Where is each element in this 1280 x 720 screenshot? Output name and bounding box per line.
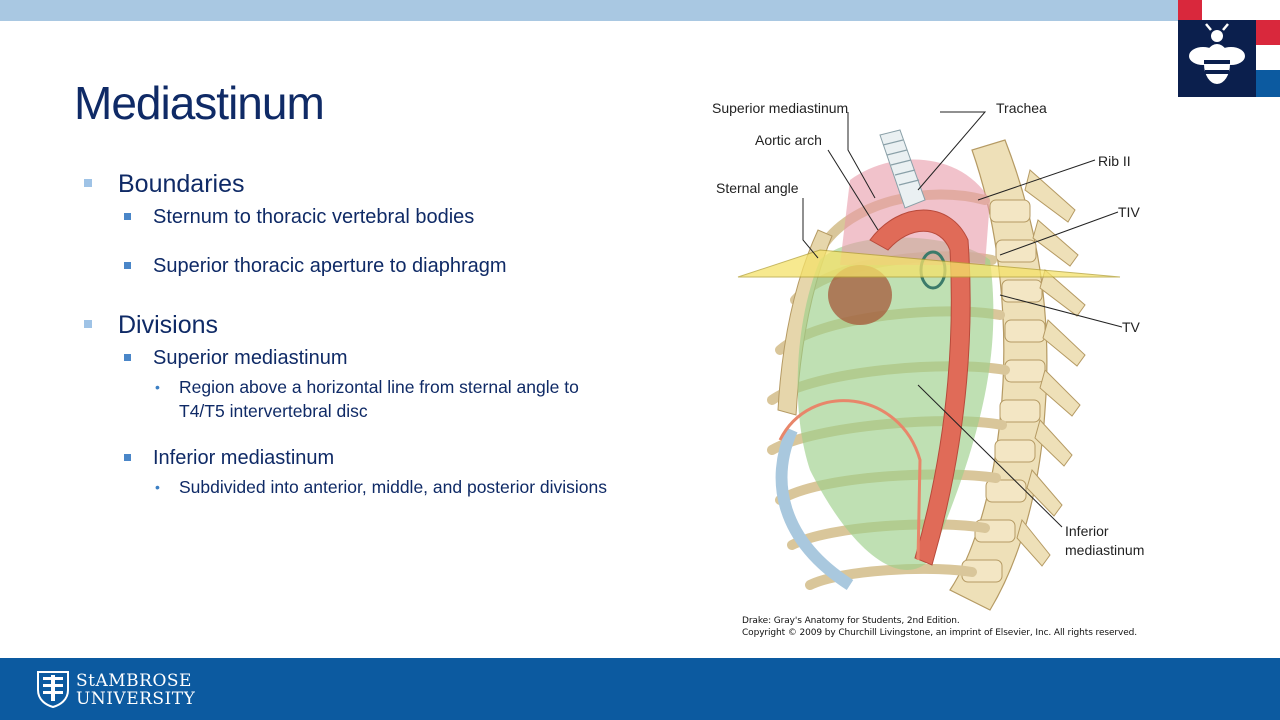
square-bullet-icon [124,454,131,461]
credit-line-2: Copyright © 2009 by Churchill Livingston… [742,628,1138,638]
detail-inferior: • Subdivided into anterior, middle, and … [80,475,629,499]
footer-band [0,658,1280,720]
bee-logo-icon [1178,0,1280,97]
label-inferior-mediastinum-2: mediastinum [1065,542,1144,558]
bullet-label: Boundaries [118,170,245,198]
square-bullet-icon [124,262,131,269]
label-rib-ii: Rib II [1098,153,1131,169]
dot-bullet-icon: • [155,379,160,395]
figure-credit: Drake: Gray's Anatomy for Students, 2nd … [742,615,1137,639]
dot-bullet-icon: • [155,479,160,495]
square-bullet-icon [124,354,131,361]
label-superior-mediastinum: Superior mediastinum [712,100,848,116]
university-line-2: UNIVERSITY [76,689,196,709]
subbullet-label: Superior thoracic aperture to diaphragm [153,255,507,277]
label-sternal-angle: Sternal angle [716,180,799,196]
bullet-divisions: Divisions [80,309,640,341]
label-trachea: Trachea [996,100,1047,116]
credit-line-1: Drake: Gray's Anatomy for Students, 2nd … [742,616,960,626]
slide-title: Mediastinum [74,77,325,129]
label-tv: TV [1122,319,1141,335]
label-tiv: TIV [1118,204,1140,220]
anatomy-illustration: Superior mediastinum Trachea Aortic arch… [712,100,1144,611]
detail-text: Subdivided into anterior, middle, and po… [179,477,608,497]
subbullet-inferior: Inferior mediastinum [80,445,640,471]
subbullet-superior: Superior mediastinum [80,345,640,371]
mediastinum-figure: Superior mediastinum Trachea Aortic arch… [700,90,1170,650]
label-aortic-arch: Aortic arch [755,132,822,148]
university-name: StAMBROSE UNIVERSITY [76,672,195,708]
bullet-list: Boundaries Sternum to thoracic vertebral… [80,168,640,499]
subbullet-aperture: Superior thoracic aperture to diaphragm [80,253,640,279]
subbullet-label: Sternum to thoracic vertebral bodies [153,206,475,228]
square-bullet-icon [84,179,92,187]
detail-text: Region above a horizontal line from ster… [179,377,579,421]
bullet-label: Divisions [118,311,219,339]
university-line-1: StAMBROSE [76,671,192,691]
square-bullet-icon [84,320,92,328]
subbullet-sternum: Sternum to thoracic vertebral bodies [80,204,640,230]
label-inferior-mediastinum-1: Inferior [1065,523,1109,539]
subbullet-label: Superior mediastinum [153,347,348,369]
bullet-boundaries: Boundaries [80,168,640,200]
university-crest-icon [36,670,70,709]
square-bullet-icon [124,213,131,220]
detail-superior: • Region above a horizontal line from st… [80,375,629,423]
subbullet-label: Inferior mediastinum [153,447,335,469]
header-band [0,0,1280,21]
